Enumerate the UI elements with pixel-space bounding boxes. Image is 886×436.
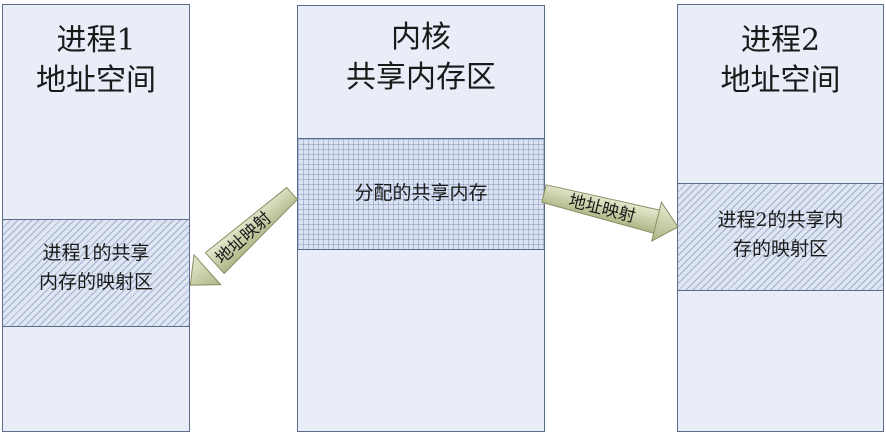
process2-address-space: 进程2 地址空间 进程2的共享内 存的映射区 <box>677 4 884 432</box>
process1-region-line2: 内存的映射区 <box>38 271 153 293</box>
process2-shared-mapping-region: 进程2的共享内 存的映射区 <box>678 183 883 291</box>
kernel-title-line1: 内核 <box>391 20 451 55</box>
address-mapping-arrow-left: 地址映射 <box>189 186 299 286</box>
process1-title-line2: 地址空间 <box>36 63 156 98</box>
kernel-shared-memory-area: 内核 共享内存区 分配的共享内存 <box>297 5 545 432</box>
kernel-title-line2: 共享内存区 <box>346 60 496 95</box>
process1-shared-mapping-region: 进程1的共享 内存的映射区 <box>3 219 189 327</box>
address-mapping-arrow-right: 地址映射 <box>541 184 679 242</box>
process1-title-line1: 进程1 <box>56 23 136 58</box>
right-arrow-label: 地址映射 <box>567 191 638 227</box>
process2-region-line2: 存的映射区 <box>732 238 828 260</box>
process1-address-space: 进程1 地址空间 进程1的共享 内存的映射区 <box>2 4 190 432</box>
process1-region-line1: 进程1的共享 <box>42 242 150 264</box>
kernel-allocated-shared-memory: 分配的共享内存 <box>298 138 544 250</box>
process2-region-line1: 进程2的共享内 <box>717 209 844 231</box>
kernel-region-label: 分配的共享内存 <box>354 182 488 204</box>
left-arrow-label: 地址映射 <box>212 208 276 268</box>
process2-title-line2: 地址空间 <box>720 63 841 98</box>
process2-title-line1: 进程2 <box>740 23 821 58</box>
